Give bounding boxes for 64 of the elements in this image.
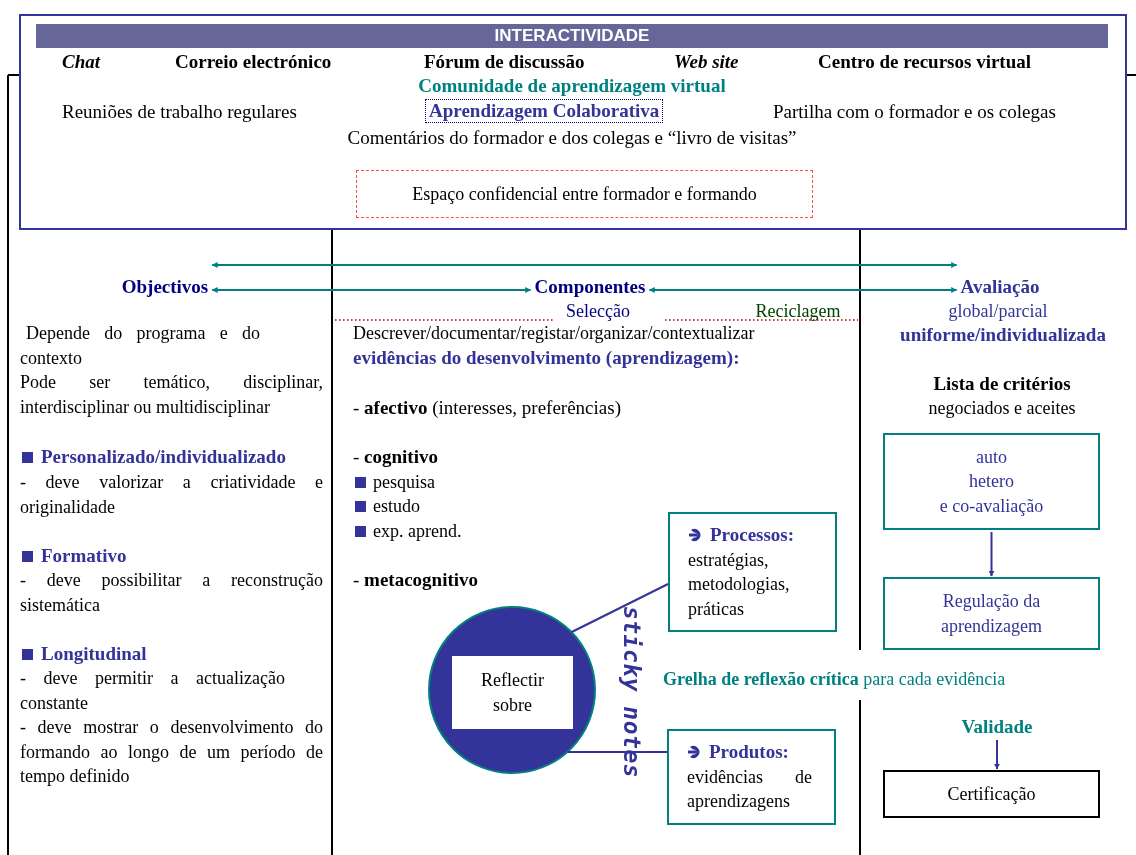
text: global/parcial [948,300,1048,323]
text: pesquisa [373,471,435,494]
text: evidências do desenvolvimento (aprendizagem): [353,346,740,370]
text: Reciclagem [755,300,841,323]
text: Grelha de reflexão crítica para cada evidência [663,668,1006,691]
interactivity-panel [19,14,1127,230]
text: - deve permitir a actualização constante [20,667,285,715]
vertical-text: sticky notes [619,605,645,779]
connector-line [570,583,669,633]
column-heading: Componentes [534,276,646,298]
box-text: hetero [969,470,1014,494]
box-heading: Processos: [710,523,795,547]
box-text: e co-avaliação [939,494,1044,518]
panel-text: Correio electrónico [175,51,332,73]
info-box [668,512,837,632]
dashed-box: Espaço confidencial entre formador e formando [356,170,813,218]
text: exp. aprend. [373,520,462,543]
header-band: INTERACTIVIDADE [36,24,1108,48]
box-text: estratégias, metodologias, práticas [688,548,791,621]
reflect-box: Reflectir sobre [452,656,573,729]
text: Depende do programa e do contexto [20,322,260,370]
heading-text: Personalizado/individualizado [41,445,286,469]
box-heading: Produtos: [709,740,789,764]
panel-text: Reuniões de trabalho regulares [62,101,297,123]
assessment-box [883,577,1100,650]
panel-text: Partilha com o formador e os colegas [773,101,1056,123]
heading-text: Formativo [41,544,127,568]
assessment-box [883,433,1100,530]
assessment-box [883,770,1100,818]
text: Pode ser temático, disciplinar, interdisciplinar ou multidisciplinar [20,371,323,419]
column-heading: Validade [961,716,1033,738]
panel-text: Comunidade de aprendizagem virtual [418,75,726,97]
panel-text: Web site [674,51,739,73]
text: estudo [373,495,420,518]
text: Selecção [566,300,630,323]
text: - cognitivo [353,445,438,469]
arrow [994,739,1000,770]
panel-text: Chat [62,51,101,73]
arrow [211,262,958,268]
panel-text: Centro de recursos virtual [818,51,1032,73]
highlighted-term: Aprendizagem Colaborativa [425,99,664,123]
arrow [988,531,995,577]
box-text: evidências de aprendizagens [687,765,812,813]
arrow [211,287,532,293]
column-heading: Avaliação [960,276,1040,298]
box-text: auto [976,445,1007,469]
text: - deve mostrar o desenvolvimento do formando ao longo de um período de tempo definido [20,716,323,788]
column-heading: Objectivos [121,276,209,298]
panel-text: Comentários do formador e dos colegas e “livro de visitas” [347,127,797,149]
text: Lista de critérios [933,372,1071,396]
text: negociados e aceites [928,397,1076,420]
box-text: Regulação da aprendizagem [940,590,1043,638]
text: - afectivo (interesses, preferências) [353,396,621,420]
text: uniforme/individualizada [900,323,1106,347]
info-box [667,729,836,825]
text: Descrever/documentar/registar/organizar/contextualizar [353,322,755,345]
text: - deve possibilitar a reconstrução sistemática [20,569,323,617]
box-text: Certificação [947,782,1036,806]
text: - deve valorizar a criatividade e originalidade [20,471,323,519]
arrow [648,287,958,293]
connector-line [566,751,668,753]
panel-text: Fórum de discussão [424,51,585,73]
text: - metacognitivo [353,568,479,592]
heading-text: Longitudinal [41,642,147,666]
